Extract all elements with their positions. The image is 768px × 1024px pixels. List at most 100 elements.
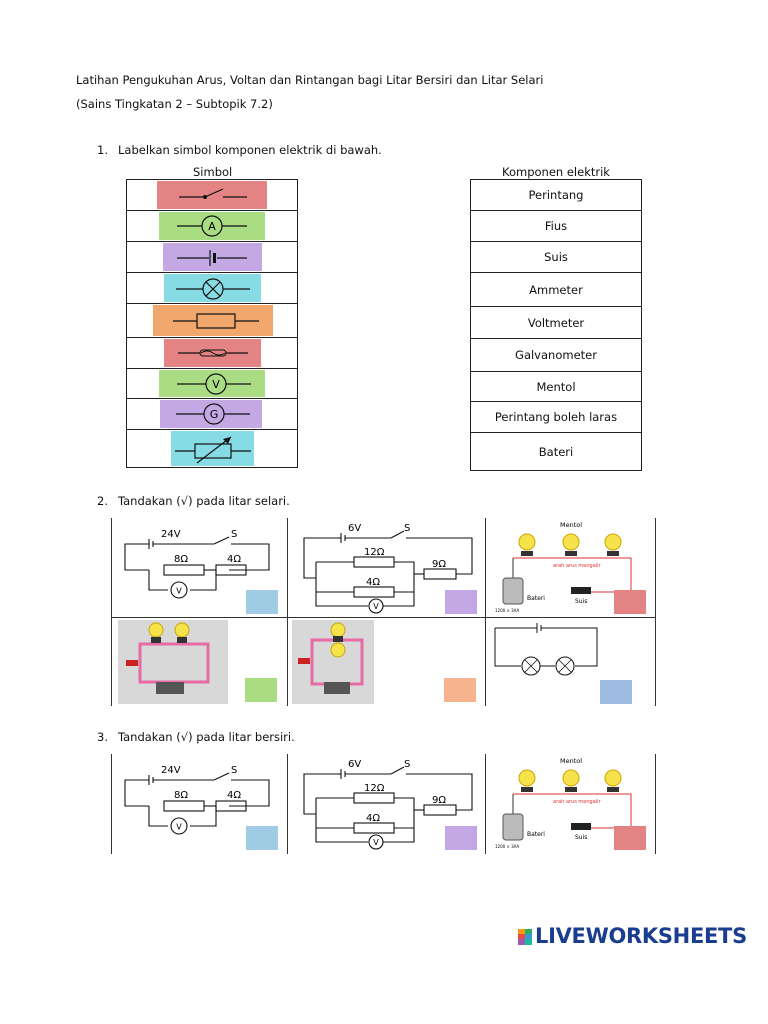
answer-box[interactable] — [600, 680, 632, 704]
worksheet-subtitle: (Sains Tingkatan 2 – Subtopik 7.2) — [76, 97, 273, 111]
grid-divider — [111, 617, 656, 618]
svg-text:Mentol: Mentol — [560, 521, 582, 529]
answer-box[interactable] — [245, 678, 277, 702]
svg-text:1200 × 3AA: 1200 × 3AA — [495, 844, 519, 849]
symbol-row — [126, 272, 298, 304]
worksheet-title: Latihan Pengukuhan Arus, Voltan dan Rint… — [76, 73, 544, 87]
symbol-row: G — [126, 398, 298, 430]
series-resistor-circuit-diagram: 24V S 8Ω 4Ω V — [124, 529, 270, 599]
switch-symbol-icon — [179, 188, 247, 199]
voltmeter-symbol-icon: V — [177, 373, 251, 395]
svg-text:12Ω: 12Ω — [364, 783, 385, 794]
galvanometer-symbol-swatch[interactable]: G — [160, 400, 262, 428]
battery-symbol-icon — [177, 250, 247, 266]
component-option[interactable]: Galvanometer — [470, 338, 642, 372]
svg-text:S: S — [231, 529, 237, 540]
mixed-resistor-circuit-diagram: 6V S 12Ω 4Ω 9Ω V — [303, 523, 473, 614]
q2-number: 2. — [97, 494, 108, 508]
symbol-row: V — [126, 368, 298, 399]
q3-text: Tandakan (√) pada litar bersiri. — [118, 730, 295, 744]
component-column-header: Komponen elektrik — [502, 165, 610, 179]
galvanometer-symbol-icon: G — [176, 403, 250, 425]
fuse-symbol-icon — [178, 349, 248, 357]
answer-box[interactable] — [246, 826, 278, 850]
q1-number: 1. — [97, 143, 108, 157]
bulb-icon — [518, 533, 622, 556]
rheostat-symbol-swatch[interactable] — [171, 431, 254, 466]
bulb-symbol-icon — [176, 278, 250, 300]
voltmeter-symbol-swatch[interactable]: V — [159, 370, 265, 397]
q3-number: 3. — [97, 730, 108, 744]
component-option[interactable]: Perintang boleh laras — [470, 401, 642, 433]
answer-box[interactable] — [445, 826, 477, 850]
ammeter-symbol-icon: A — [177, 215, 247, 237]
bulb-icon — [518, 769, 622, 792]
svg-text:24V: 24V — [161, 529, 181, 540]
parallel-bulbs-board-picture — [118, 620, 228, 704]
svg-text:4Ω: 4Ω — [227, 554, 241, 565]
svg-text:Bateri: Bateri — [527, 831, 545, 838]
logo-icon — [518, 926, 532, 945]
svg-text:Bateri: Bateri — [527, 595, 545, 602]
svg-text:S: S — [231, 765, 237, 776]
component-option[interactable]: Perintang — [470, 179, 642, 211]
component-option[interactable]: Fius — [470, 210, 642, 242]
series-bulbs-board-picture — [292, 620, 374, 704]
component-option[interactable]: Mentol — [470, 371, 642, 402]
svg-text:arah arus mengalir: arah arus mengalir — [553, 563, 602, 569]
svg-text:V: V — [176, 823, 182, 832]
component-option[interactable]: Ammeter — [470, 272, 642, 307]
q3-circuit-grid: 24V S 8Ω 4Ω V 6V S 12Ω 4Ω 9Ω V Mentol — [111, 754, 656, 854]
svg-text:4Ω: 4Ω — [366, 813, 380, 824]
svg-text:V: V — [373, 838, 379, 847]
svg-text:4Ω: 4Ω — [227, 790, 241, 801]
symbol-table: A — [126, 179, 298, 468]
liveworksheets-logo: LIVEWORKSHEETS — [518, 924, 747, 948]
svg-text:S: S — [404, 759, 410, 770]
symbol-row — [126, 429, 298, 468]
svg-text:Suis: Suis — [575, 598, 587, 605]
component-option[interactable]: Bateri — [470, 432, 642, 471]
answer-box[interactable] — [444, 678, 476, 702]
svg-text:G: G — [210, 408, 219, 421]
answer-box[interactable] — [614, 826, 646, 850]
symbol-row: A — [126, 210, 298, 242]
svg-text:Mentol: Mentol — [560, 757, 582, 765]
symbol-row — [126, 179, 298, 211]
q2-text: Tandakan (√) pada litar selari. — [118, 494, 290, 508]
svg-text:24V: 24V — [161, 765, 181, 776]
svg-text:8Ω: 8Ω — [174, 554, 188, 565]
switch-symbol-swatch[interactable] — [157, 181, 267, 209]
svg-text:V: V — [212, 378, 220, 391]
series-bulb-schematic — [494, 623, 598, 676]
answer-box[interactable] — [614, 590, 646, 614]
svg-text:9Ω: 9Ω — [432, 559, 446, 570]
svg-text:6V: 6V — [348, 523, 361, 534]
ammeter-symbol-swatch[interactable]: A — [159, 212, 265, 240]
symbol-row — [126, 303, 298, 338]
component-option[interactable]: Suis — [470, 241, 642, 273]
series-resistor-circuit-diagram: 24V S 8Ω 4Ω V — [124, 765, 270, 835]
svg-text:A: A — [208, 220, 216, 233]
symbol-column-header: Simbol — [193, 165, 233, 179]
svg-text:4Ω: 4Ω — [366, 577, 380, 588]
battery-symbol-swatch[interactable] — [163, 243, 262, 271]
rheostat-symbol-icon — [175, 436, 251, 464]
svg-text:12Ω: 12Ω — [364, 547, 385, 558]
svg-text:V: V — [176, 587, 182, 596]
answer-box[interactable] — [445, 590, 477, 614]
symbol-row — [126, 241, 298, 273]
svg-text:8Ω: 8Ω — [174, 790, 188, 801]
bulb-symbol-swatch[interactable] — [164, 274, 261, 302]
resistor-symbol-icon — [173, 313, 259, 329]
component-option[interactable]: Voltmeter — [470, 306, 642, 339]
q1-text: Labelkan simbol komponen elektrik di baw… — [118, 143, 382, 157]
svg-text:6V: 6V — [348, 759, 361, 770]
svg-text:1200 × 3AA: 1200 × 3AA — [495, 608, 519, 613]
component-table: Perintang Fius Suis Ammeter Voltmeter Ga… — [470, 179, 642, 471]
fuse-symbol-swatch[interactable] — [164, 339, 261, 367]
mixed-resistor-circuit-diagram: 6V S 12Ω 4Ω 9Ω V — [303, 759, 473, 850]
svg-text:V: V — [373, 602, 379, 611]
resistor-symbol-swatch[interactable] — [153, 305, 273, 336]
answer-box[interactable] — [246, 590, 278, 614]
